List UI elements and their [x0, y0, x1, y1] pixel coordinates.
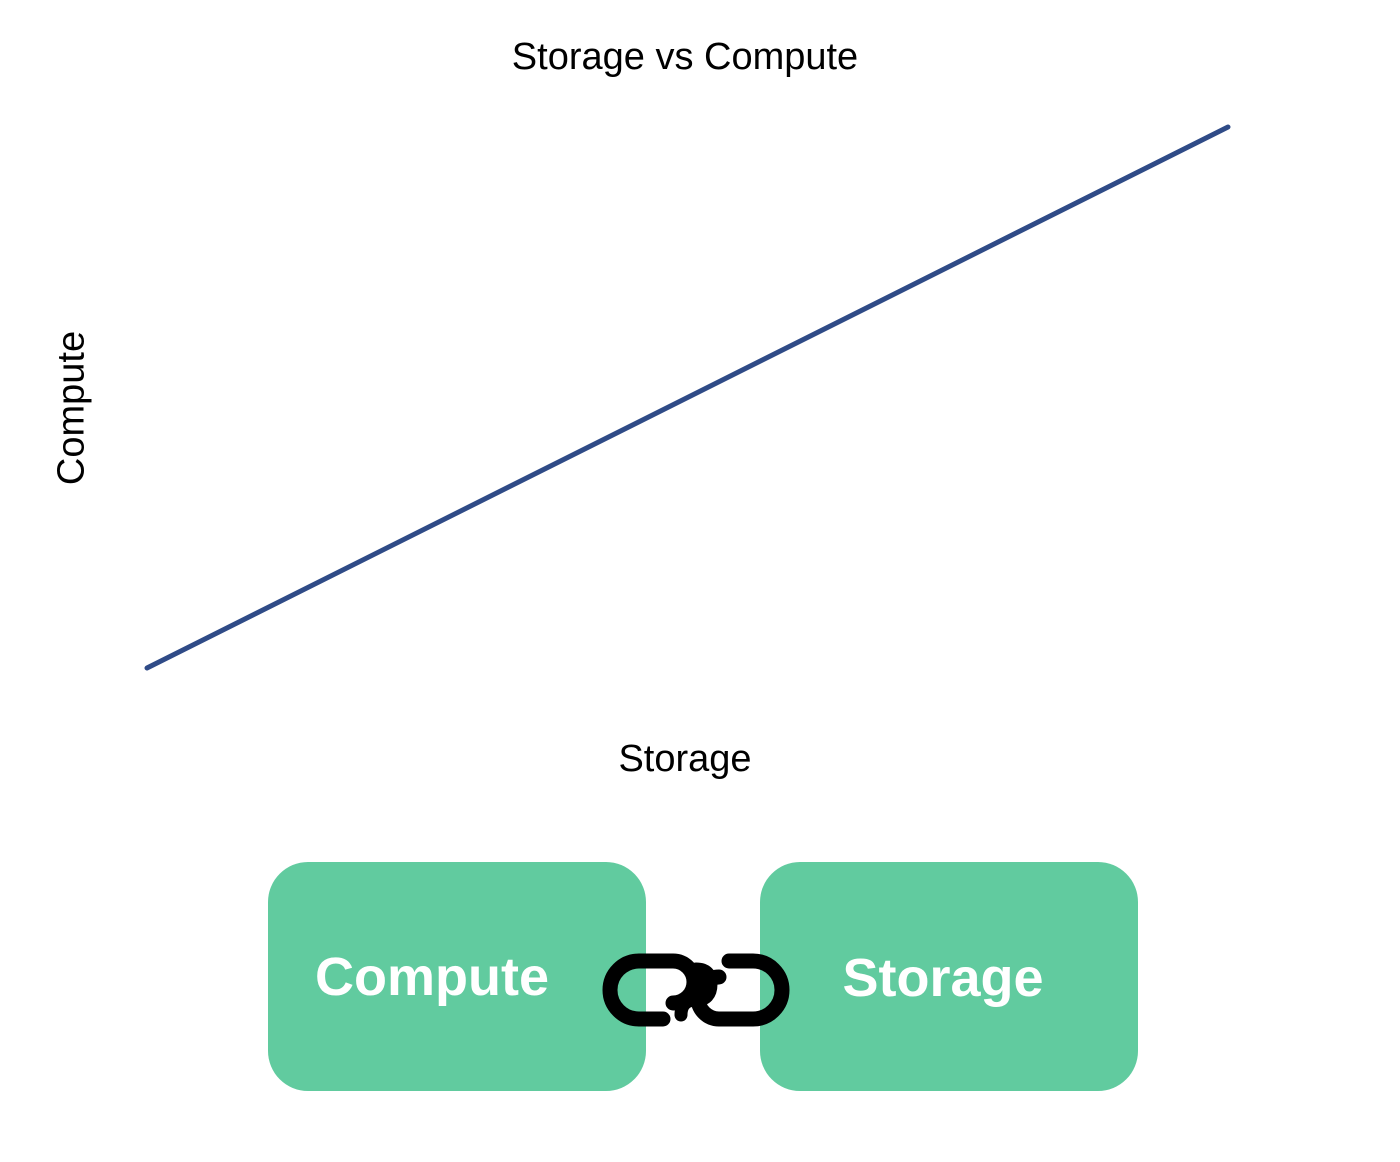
chart-title: Storage vs Compute — [511, 36, 859, 78]
storage-box: Storage — [760, 862, 1138, 1091]
link-icon — [602, 953, 790, 1027]
series-line-0 — [144, 124, 1231, 671]
x-axis-label: Storage — [618, 738, 752, 780]
storage-box-label: Storage — [842, 947, 1044, 1008]
compute-box: Compute — [268, 862, 646, 1091]
plot-area — [144, 124, 1231, 671]
compute-box-label: Compute — [315, 946, 549, 1007]
